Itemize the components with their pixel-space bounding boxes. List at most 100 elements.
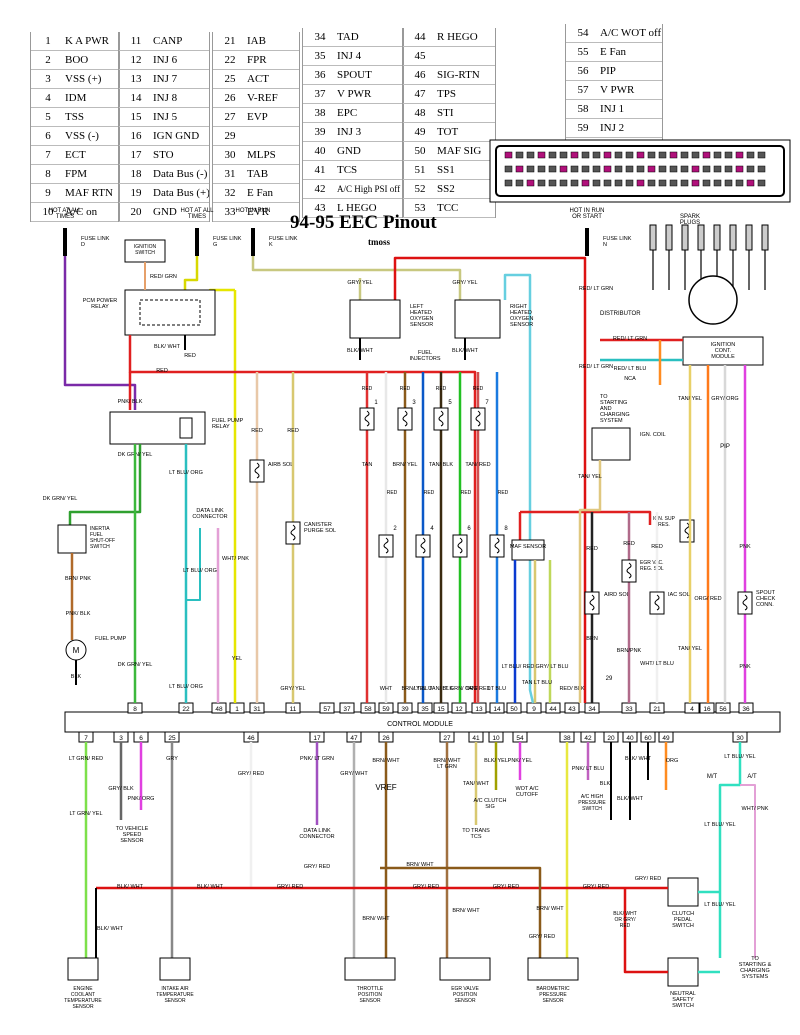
pin-signal: ECT <box>65 149 86 161</box>
pin-signal: INJ 8 <box>153 92 178 104</box>
connector-pin <box>724 179 733 187</box>
wire-label: WHT/ LT BLU <box>640 661 674 667</box>
pin-signal: IDM <box>65 92 87 104</box>
wire-label: BLK/ WHT <box>452 348 479 354</box>
pin-signal: SS2 <box>437 183 455 195</box>
pin-number: 9 <box>45 187 51 199</box>
fuel-injector <box>378 534 394 558</box>
wire-label: BRN/ WHT <box>406 862 434 868</box>
wire-label: GRY/ YEL <box>347 280 372 286</box>
pin-number: 16 <box>130 130 142 142</box>
pin-signal: ACT <box>247 73 269 85</box>
pin-signal: EVR <box>247 206 269 218</box>
injector-number: 8 <box>504 526 508 532</box>
pin-signal: TOT <box>437 126 459 138</box>
wire-label: LT BLU/ ORG <box>169 470 203 476</box>
wire-label: RED <box>623 541 635 547</box>
pin-number: 48 <box>414 107 426 119</box>
wire-label: BRN <box>586 636 598 642</box>
pin-label: 41 <box>472 735 480 742</box>
wire-label: RED <box>424 490 435 496</box>
connector-pin <box>559 151 568 159</box>
pin-signal: L HEGO <box>337 202 377 214</box>
wire-label: RED <box>461 490 472 496</box>
pin-label: 30 <box>736 735 744 742</box>
connector-pin <box>658 165 667 173</box>
ignition-coil <box>591 427 631 461</box>
pin-number: 8 <box>45 168 51 180</box>
pin-signal: V PWR <box>337 88 372 100</box>
wire-label: BLK/ WHT <box>625 756 652 762</box>
connector-pin <box>603 179 612 187</box>
wire-red <box>393 256 587 703</box>
pin-signal: TPS <box>437 88 456 100</box>
iac-solenoid <box>654 594 660 611</box>
wire-label: RED/ LT GRN <box>613 336 647 342</box>
wire-gray-yellow <box>251 256 462 300</box>
pin-number: 11 <box>130 35 142 47</box>
aird-solenoid-label: AIRD SOL <box>604 592 630 598</box>
wire-label: TAN/ RED <box>465 686 490 692</box>
pin-number: 30 <box>224 149 236 161</box>
pin-signal: A/C High PSI off <box>337 183 401 194</box>
wire-label: LT GRN/ YEL <box>69 811 102 817</box>
wire-label: TAN/ RED <box>465 462 490 468</box>
pin-number: 55 <box>577 46 589 58</box>
pin-29-label: 29 <box>606 676 613 682</box>
connector-pin <box>581 151 590 159</box>
pin-label: 21 <box>653 706 661 713</box>
connector-pin <box>504 179 513 187</box>
pin-number: 14 <box>130 92 142 104</box>
connector-pin <box>713 179 722 187</box>
pin-signal: INJ 4 <box>337 50 362 62</box>
wire-label: RED <box>184 353 196 359</box>
wire-label: RED/ LT BLU <box>614 366 647 372</box>
pin-signal: SS1 <box>437 164 455 176</box>
fuel-injector <box>383 537 389 554</box>
connector-pin <box>647 151 656 159</box>
spark-plug-icon <box>665 224 673 251</box>
wire-label: GRY/ RED <box>238 771 265 777</box>
pin-label: 59 <box>382 706 390 713</box>
diagram-author: tmoss <box>368 237 390 247</box>
wire-label: RED <box>586 546 598 552</box>
wire-light-blue <box>503 273 535 704</box>
wire-label: TAN LT BLU <box>522 680 552 686</box>
pin-signal: IGN GND <box>153 130 200 142</box>
pin-signal: TSS <box>65 111 84 123</box>
aird-solenoid <box>589 594 595 611</box>
pin-label: 8 <box>133 706 137 713</box>
wire-label: YEL <box>232 656 242 662</box>
pin-label: 17 <box>313 735 321 742</box>
connector-pin <box>691 179 700 187</box>
pin-label: 37 <box>343 706 351 713</box>
connector-pin <box>603 165 612 173</box>
wire-label: DK GRN/ YEL <box>118 662 153 668</box>
pin-label: 27 <box>443 735 451 742</box>
connector-pin <box>592 151 601 159</box>
pin-label: 14 <box>493 706 501 713</box>
spout-connector <box>742 594 748 611</box>
pin-signal: INJ 5 <box>153 111 178 123</box>
